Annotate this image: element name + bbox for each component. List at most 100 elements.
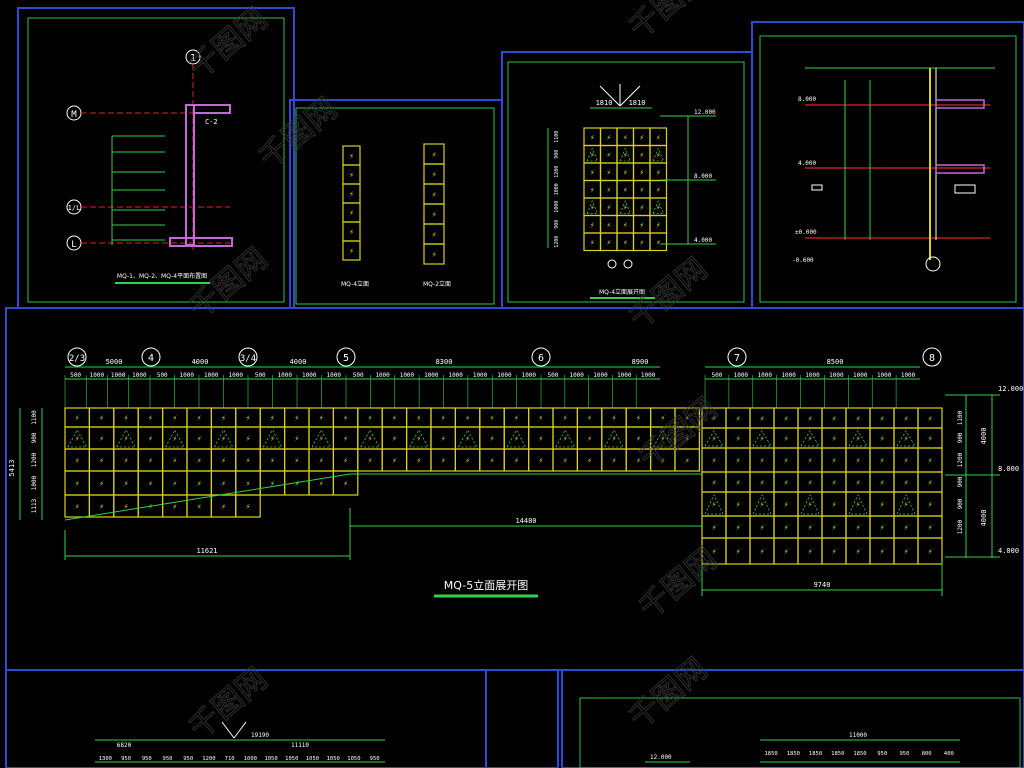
svg-text:⚡: ⚡ bbox=[623, 150, 628, 159]
svg-text:⚡: ⚡ bbox=[99, 434, 104, 443]
bottom-dim-2: 14480 bbox=[515, 517, 536, 525]
svg-text:⚡: ⚡ bbox=[538, 456, 543, 465]
svg-text:⚡: ⚡ bbox=[538, 434, 543, 443]
svg-text:⚡: ⚡ bbox=[832, 478, 837, 487]
svg-text:1000: 1000 bbox=[111, 372, 126, 379]
svg-text:⚡: ⚡ bbox=[656, 185, 661, 194]
svg-text:⚡: ⚡ bbox=[392, 456, 397, 465]
svg-text:⚡: ⚡ bbox=[880, 434, 885, 443]
svg-text:500: 500 bbox=[157, 372, 168, 379]
svg-text:⚡: ⚡ bbox=[246, 434, 251, 443]
svg-text:⚡: ⚡ bbox=[856, 414, 861, 423]
view3-top-dim-b: 1810 bbox=[629, 99, 646, 107]
svg-text:⚡: ⚡ bbox=[587, 456, 592, 465]
span-dim-3: 4000 bbox=[290, 358, 307, 366]
row-label-1l: 1/L bbox=[68, 204, 81, 212]
span-dim-4: 8300 bbox=[436, 358, 453, 366]
svg-text:⚡: ⚡ bbox=[760, 456, 765, 465]
span-dim-5: 8900 bbox=[632, 358, 649, 366]
svg-text:⚡: ⚡ bbox=[349, 247, 354, 256]
svg-text:1850: 1850 bbox=[809, 751, 822, 757]
svg-text:⚡: ⚡ bbox=[623, 185, 628, 194]
svg-text:⚡: ⚡ bbox=[490, 434, 495, 443]
svg-text:⚡: ⚡ bbox=[99, 502, 104, 511]
svg-text:⚡: ⚡ bbox=[465, 434, 470, 443]
svg-text:⚡: ⚡ bbox=[432, 210, 437, 219]
svg-text:⚡: ⚡ bbox=[660, 414, 665, 423]
watermark-text: 千图网 bbox=[633, 391, 724, 476]
svg-text:⚡: ⚡ bbox=[856, 547, 861, 556]
svg-text:⚡: ⚡ bbox=[736, 500, 741, 509]
svg-text:⚡: ⚡ bbox=[856, 456, 861, 465]
svg-text:⚡: ⚡ bbox=[270, 479, 275, 488]
svg-text:⚡: ⚡ bbox=[441, 434, 446, 443]
svg-text:⚡: ⚡ bbox=[784, 478, 789, 487]
svg-text:⚡: ⚡ bbox=[904, 414, 909, 423]
svg-text:⚡: ⚡ bbox=[685, 414, 690, 423]
main-axis-6: 6 bbox=[538, 353, 544, 364]
watermark-text: 千图网 bbox=[183, 1, 274, 86]
svg-text:⚡: ⚡ bbox=[612, 414, 617, 423]
svg-text:⚡: ⚡ bbox=[808, 434, 813, 443]
svg-text:⚡: ⚡ bbox=[197, 502, 202, 511]
svg-text:⚡: ⚡ bbox=[623, 220, 628, 229]
br-elev: 12.000 bbox=[650, 754, 672, 761]
svg-text:900: 900 bbox=[957, 476, 964, 487]
svg-text:⚡: ⚡ bbox=[221, 414, 226, 423]
svg-text:⚡: ⚡ bbox=[928, 523, 933, 532]
inner-panel-borders bbox=[27, 17, 1021, 768]
svg-text:⚡: ⚡ bbox=[319, 414, 324, 423]
svg-text:⚡: ⚡ bbox=[904, 456, 909, 465]
svg-text:⚡: ⚡ bbox=[294, 434, 299, 443]
svg-text:⚡: ⚡ bbox=[148, 414, 153, 423]
svg-text:⚡: ⚡ bbox=[808, 500, 813, 509]
main-elev-4: 4.000 bbox=[998, 547, 1019, 555]
axis-bubbles: 2/3 4 3/4 5 6 7 8 bbox=[67, 347, 942, 367]
svg-text:⚡: ⚡ bbox=[343, 414, 348, 423]
svg-text:⚡: ⚡ bbox=[349, 209, 354, 218]
svg-text:⚡: ⚡ bbox=[760, 478, 765, 487]
svg-text:⚡: ⚡ bbox=[784, 523, 789, 532]
svg-text:1100: 1100 bbox=[31, 410, 38, 425]
svg-text:⚡: ⚡ bbox=[416, 434, 421, 443]
view-plan-arrangement: 1 M 1/L L C-2 MQ-1、MQ-2、MQ-4平面布置图 bbox=[66, 49, 233, 284]
svg-text:⚡: ⚡ bbox=[760, 523, 765, 532]
svg-text:⚡: ⚡ bbox=[760, 434, 765, 443]
svg-text:⚡: ⚡ bbox=[880, 500, 885, 509]
svg-text:⚡: ⚡ bbox=[712, 500, 717, 509]
view3-top-dim-a: 1810 bbox=[596, 99, 613, 107]
svg-text:1000: 1000 bbox=[375, 372, 390, 379]
svg-text:1200: 1200 bbox=[31, 452, 38, 467]
svg-text:1000: 1000 bbox=[90, 372, 105, 379]
svg-text:1000: 1000 bbox=[641, 372, 656, 379]
svg-text:⚡: ⚡ bbox=[416, 456, 421, 465]
svg-text:⚡: ⚡ bbox=[197, 479, 202, 488]
svg-text:950: 950 bbox=[899, 751, 909, 757]
svg-text:⚡: ⚡ bbox=[904, 500, 909, 509]
svg-text:950: 950 bbox=[163, 756, 173, 762]
svg-text:500: 500 bbox=[712, 372, 723, 379]
frame-borders bbox=[5, 7, 1024, 768]
svg-text:1050: 1050 bbox=[285, 756, 298, 762]
svg-text:⚡: ⚡ bbox=[606, 238, 611, 247]
svg-text:⚡: ⚡ bbox=[538, 414, 543, 423]
svg-text:⚡: ⚡ bbox=[465, 414, 470, 423]
svg-text:⚡: ⚡ bbox=[736, 523, 741, 532]
svg-text:1200: 1200 bbox=[957, 519, 964, 534]
main-elev-8: 8.000 bbox=[998, 465, 1019, 473]
svg-text:⚡: ⚡ bbox=[639, 203, 644, 212]
svg-text:⚡: ⚡ bbox=[712, 547, 717, 556]
svg-text:⚡: ⚡ bbox=[75, 456, 80, 465]
svg-text:⚡: ⚡ bbox=[784, 500, 789, 509]
svg-text:⚡: ⚡ bbox=[514, 456, 519, 465]
view4-elev-4: 4.000 bbox=[798, 160, 816, 167]
svg-text:⚡: ⚡ bbox=[612, 456, 617, 465]
svg-text:⚡: ⚡ bbox=[880, 523, 885, 532]
svg-text:⚡: ⚡ bbox=[349, 152, 354, 161]
span-dim-2: 4000 bbox=[192, 358, 209, 366]
svg-text:⚡: ⚡ bbox=[124, 502, 129, 511]
